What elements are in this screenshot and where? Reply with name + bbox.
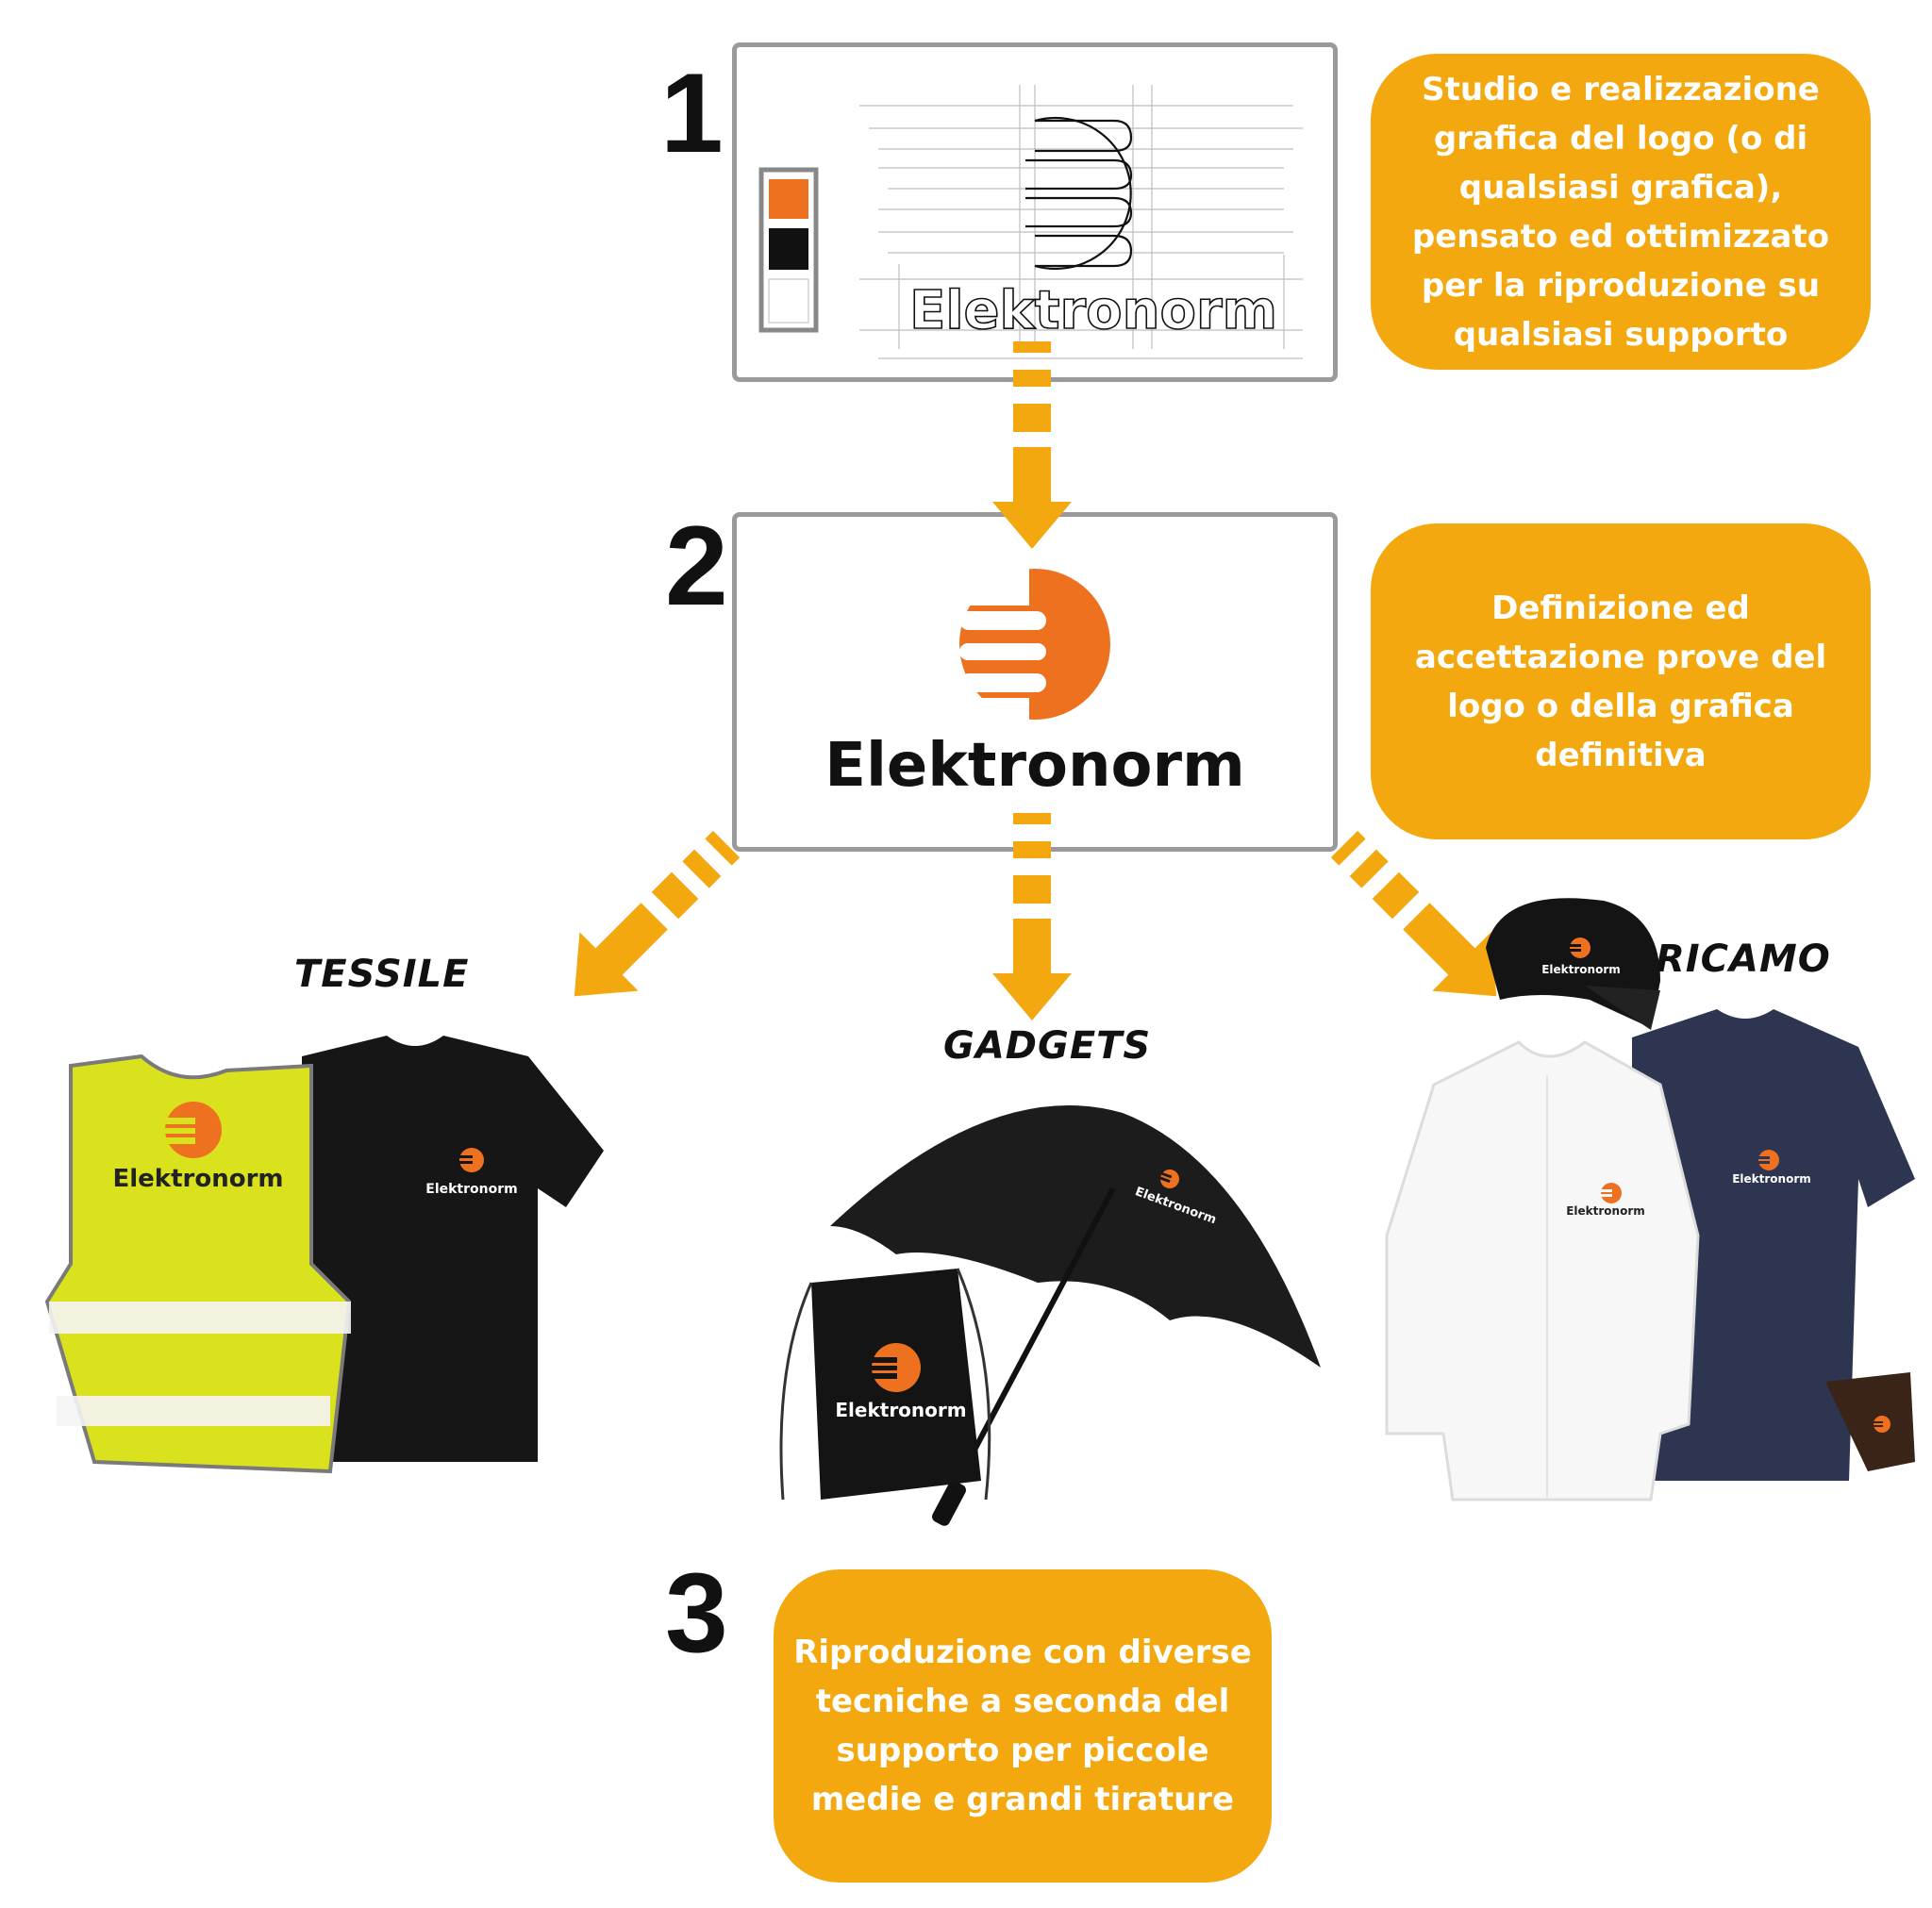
step-number-3: 3 <box>665 1550 728 1676</box>
arrow-to-gadgets <box>992 813 1072 1020</box>
black-cap: Elektronorm <box>1486 898 1660 1030</box>
vest-logo <box>163 1102 222 1158</box>
final-logo: Elektronorm <box>824 564 1245 801</box>
step2-description: Definizione ed accettazione prove del lo… <box>1371 523 1871 839</box>
tie <box>1825 1372 1915 1471</box>
category-textile: TESSILE <box>294 953 470 996</box>
final-logo-card: Elektronorm <box>732 512 1338 852</box>
arrow-step1-to-step2 <box>992 341 1072 549</box>
step-number-1: 1 <box>660 50 724 176</box>
swatch-white <box>768 278 809 324</box>
step-number-2: 2 <box>665 503 728 629</box>
black-tshirt: Elektronorm <box>302 1036 604 1462</box>
step1-description: Studio e realizzazione grafica del logo … <box>1371 54 1871 370</box>
logo-construction-sketch: Elektronorm <box>758 85 1303 359</box>
bag-logo <box>870 1343 921 1392</box>
tshirt-logo <box>458 1148 484 1172</box>
tshirt-wordmark: Elektronorm <box>425 1182 517 1197</box>
umbrella-logo <box>1158 1170 1179 1188</box>
category-embroidery: RICAMO <box>1656 937 1831 981</box>
outline-logo-mark <box>1025 116 1133 271</box>
arrow-to-textile <box>574 830 741 997</box>
shirt-wordmark: Elektronorm <box>1566 1204 1645 1218</box>
logo-mark <box>944 564 1110 739</box>
swatch-black <box>769 228 808 270</box>
logo-wordmark: Elektronorm <box>824 731 1245 801</box>
outline-logo-text: Elektronorm <box>909 280 1277 341</box>
category-gadgets: GADGETS <box>943 1024 1152 1068</box>
polo-wordmark: Elektronorm <box>1732 1172 1811 1186</box>
logo-sketch-card: Elektronorm <box>732 42 1338 382</box>
vest-wordmark: Elektronorm <box>113 1165 284 1193</box>
step3-description: Riproduzione con diverse tecniche a seco… <box>774 1569 1272 1883</box>
arrow-to-embroidery <box>1330 830 1497 997</box>
gadget-products: Elektronorm Elektronorm <box>779 1105 1321 1526</box>
drawstring-bag: Elektronorm <box>779 1268 991 1501</box>
cap-logo <box>1569 937 1591 958</box>
swatch-frame <box>758 167 819 333</box>
bag-wordmark: Elektronorm <box>835 1399 966 1421</box>
textile-products: Elektronorm Elektronorm <box>44 1036 604 1474</box>
embroidery-products: Elektronorm Elektronorm Elektronorm <box>1385 898 1915 1502</box>
polo-logo <box>1757 1150 1779 1170</box>
swatch-orange <box>769 179 808 219</box>
white-shirt: Elektronorm <box>1385 1040 1700 1502</box>
navy-polo: Elektronorm <box>1632 1009 1915 1481</box>
cap-wordmark: Elektronorm <box>1541 963 1621 976</box>
shirt-logo <box>1600 1183 1622 1203</box>
tie-logo <box>1873 1416 1890 1433</box>
hi-vis-vest: Elektronorm <box>44 1054 352 1474</box>
